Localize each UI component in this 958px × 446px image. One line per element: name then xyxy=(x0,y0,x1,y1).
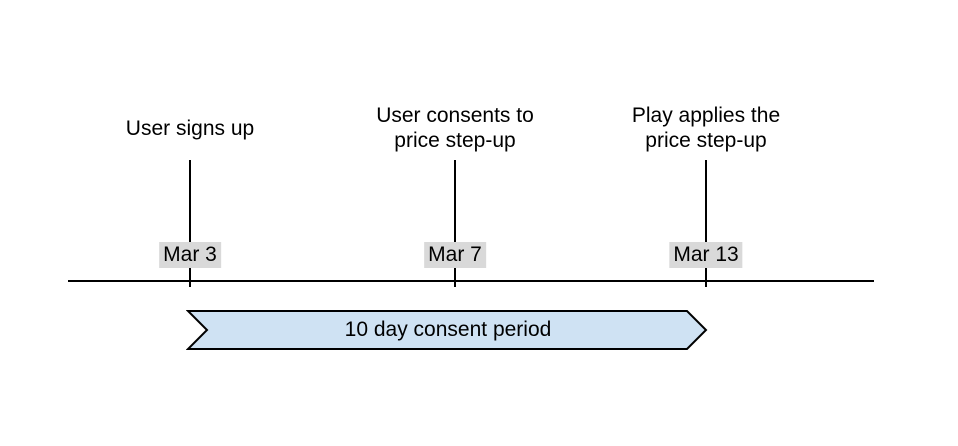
event-apply-date: Mar 13 xyxy=(669,242,743,268)
event-signup-label-text: User signs up xyxy=(125,116,255,140)
consent-period-band-shape xyxy=(186,310,708,350)
event-signup-date: Mar 3 xyxy=(159,242,221,268)
event-apply-label: Play applies the price step-up xyxy=(566,102,846,154)
timeline-axis-line xyxy=(68,280,874,282)
event-consent-label-text: User consents to price step-up xyxy=(376,104,534,152)
consent-period-label: 10 day consent period xyxy=(344,318,552,341)
event-consent-tick xyxy=(454,160,456,287)
consent-period-band xyxy=(186,310,708,350)
event-consent-date: Mar 7 xyxy=(424,242,486,268)
event-consent-label: User consents to price step-up xyxy=(315,102,595,154)
event-apply-label-text: Play applies the price step-up xyxy=(631,104,781,152)
event-signup-label: User signs up xyxy=(50,102,330,154)
event-signup-tick xyxy=(189,160,191,287)
event-apply-tick xyxy=(705,160,707,287)
